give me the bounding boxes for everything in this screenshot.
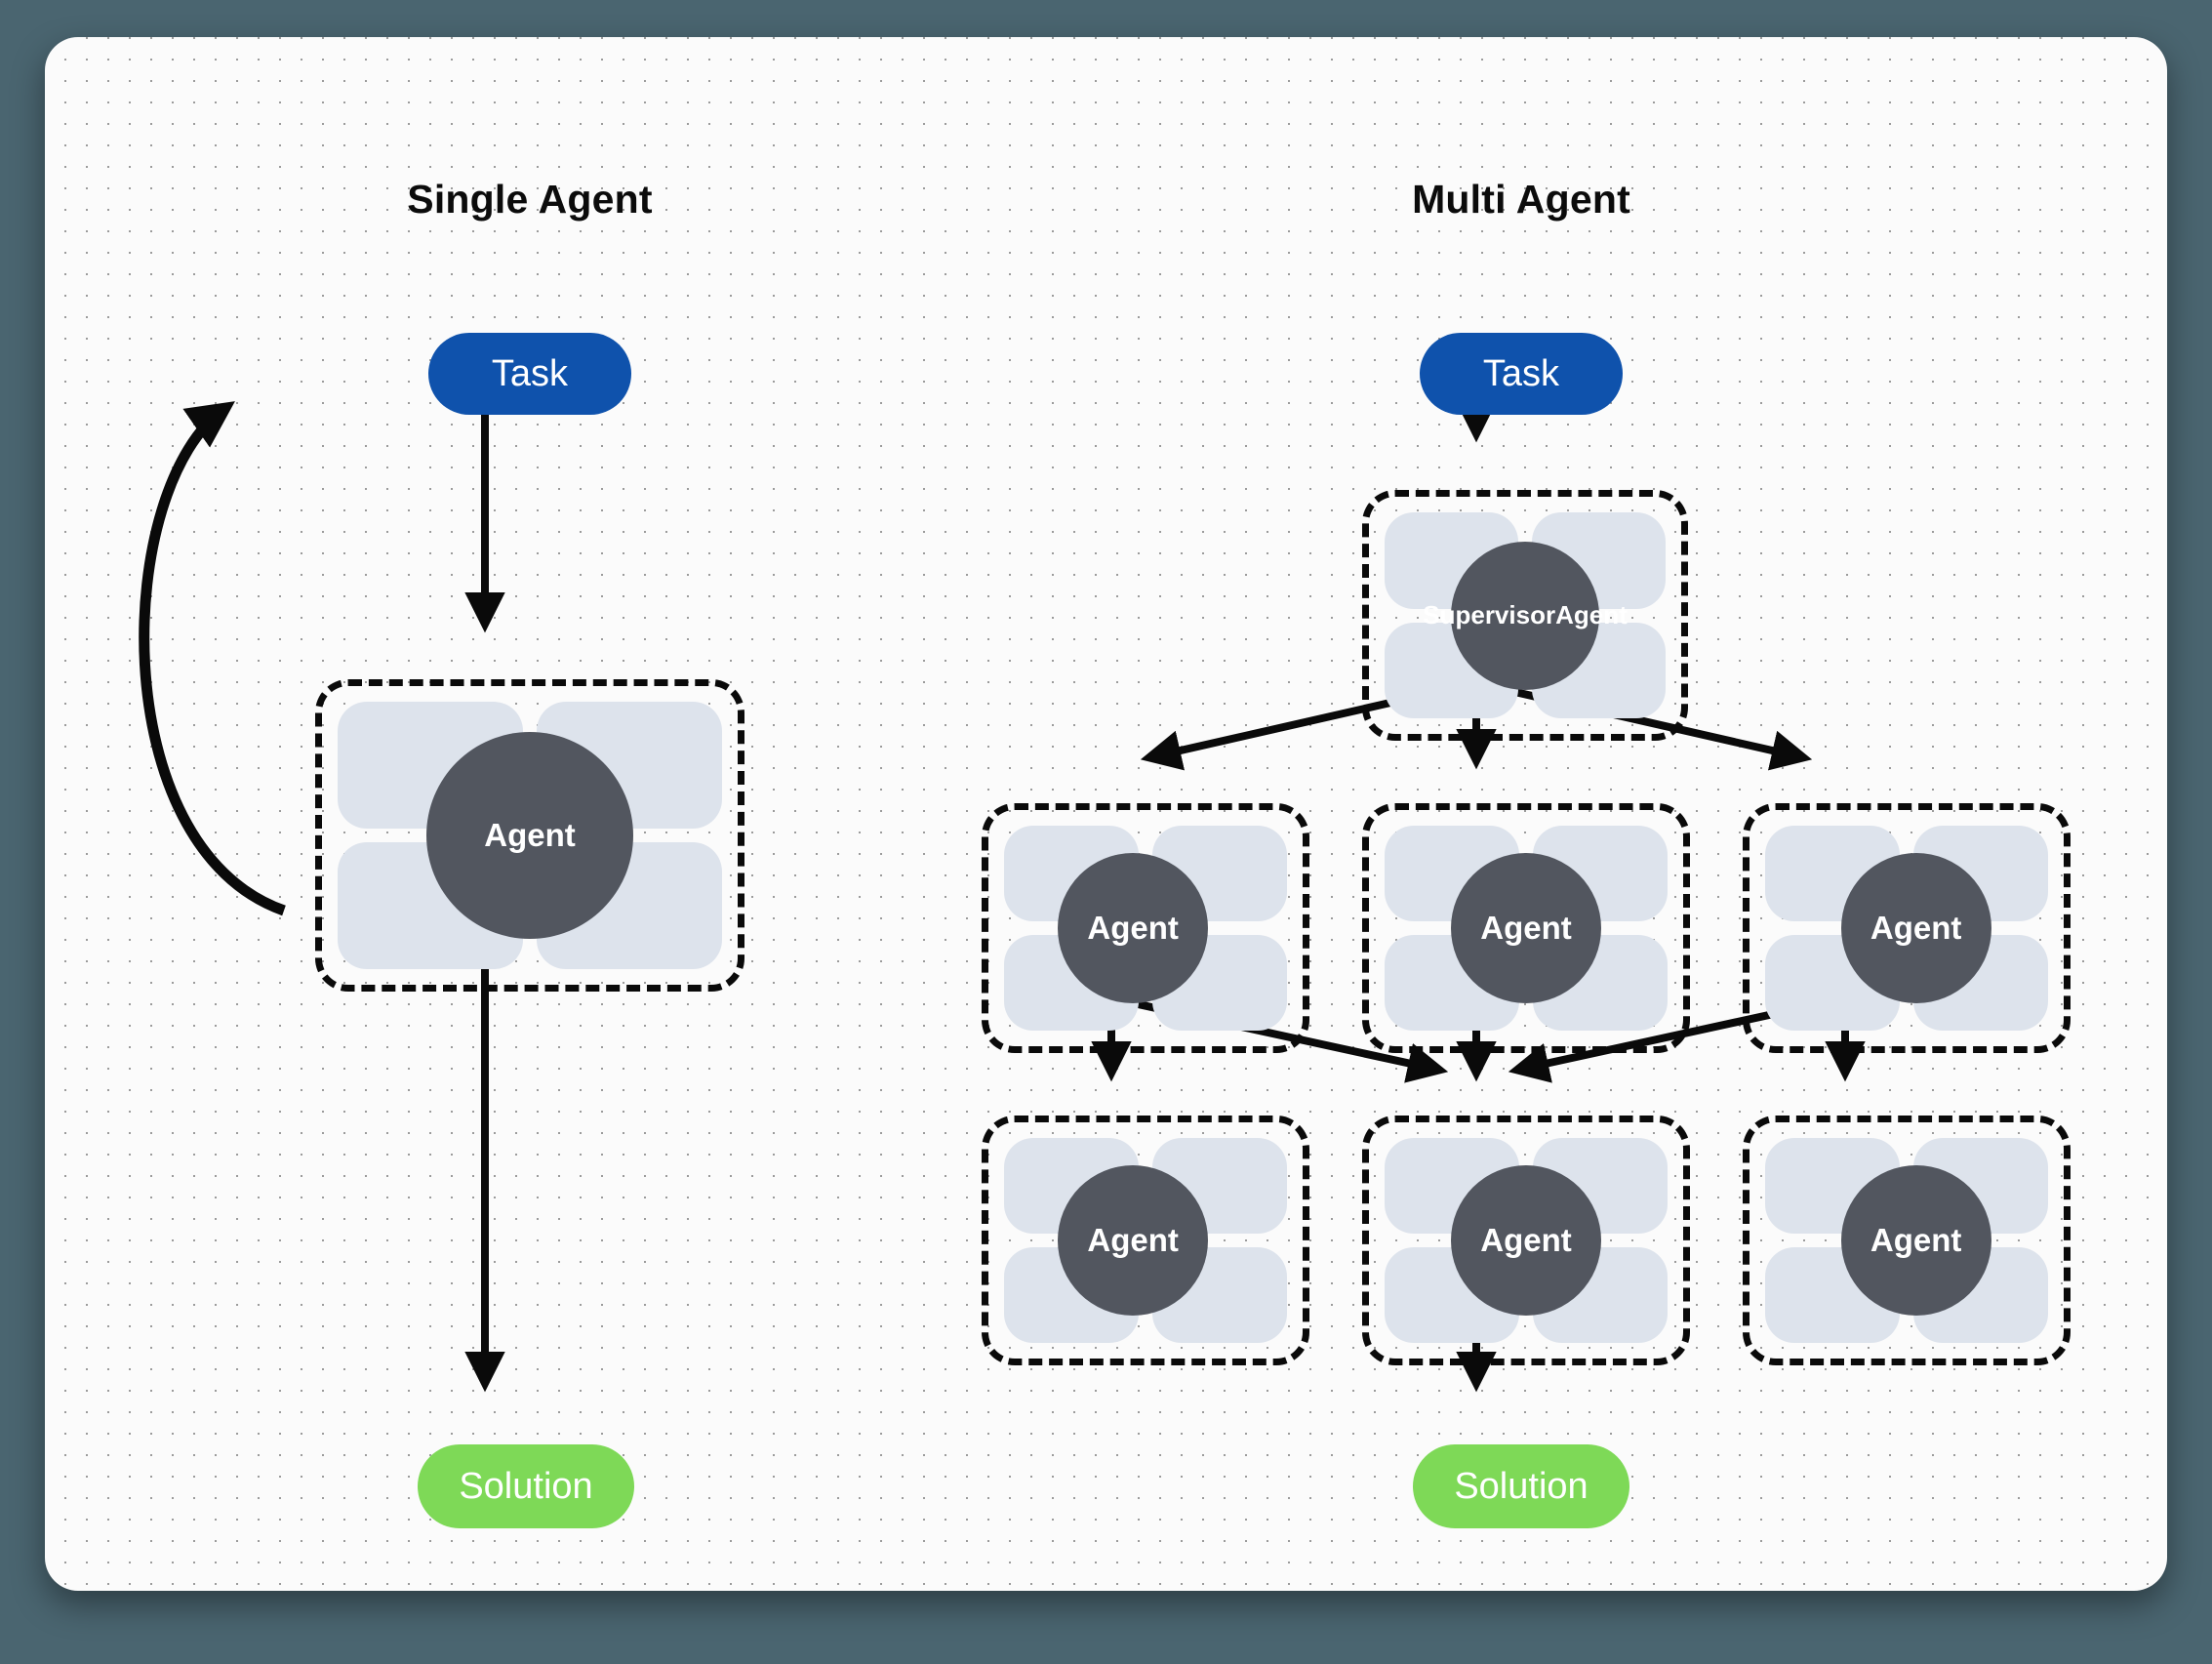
agent-cluster-row3-col2[interactable]: Agent	[1362, 1116, 1690, 1365]
agent-circle-row3-col3[interactable]: Agent	[1840, 1165, 1991, 1316]
supervisor-label-line2: Agent	[1555, 600, 1628, 630]
column-title-multi-agent: Multi Agent	[1412, 177, 1630, 222]
agent-cluster-row2-col3[interactable]: Agent	[1743, 803, 2071, 1053]
agent-cluster-row3-col1[interactable]: Agent	[982, 1116, 1309, 1365]
agent-cluster-row2-col1[interactable]: Agent	[982, 803, 1309, 1053]
agent-circle-row3-col2[interactable]: Agent	[1451, 1165, 1601, 1316]
agent-circle-row2-col2[interactable]: Agent	[1451, 853, 1601, 1003]
diagram-canvas: Single Agent Multi Agent Task Agent Solu…	[45, 37, 2167, 1591]
agent-circle-supervisor[interactable]: Supervisor Agent	[1423, 541, 1628, 690]
agent-cluster-row3-col3[interactable]: Agent	[1743, 1116, 2071, 1365]
agent-circle-row2-col1[interactable]: Agent	[1058, 853, 1209, 1003]
node-task-single[interactable]: Task	[428, 333, 631, 415]
agent-cluster-row2-col2[interactable]: Agent	[1362, 803, 1690, 1053]
node-solution-single[interactable]: Solution	[418, 1444, 634, 1528]
node-solution-multi[interactable]: Solution	[1413, 1444, 1629, 1528]
node-task-multi[interactable]: Task	[1420, 333, 1623, 415]
column-title-single-agent: Single Agent	[407, 177, 653, 222]
supervisor-label-line1: Supervisor	[1423, 600, 1556, 630]
agent-cluster-supervisor[interactable]: Supervisor Agent	[1362, 490, 1688, 741]
agent-cluster-single[interactable]: Agent	[315, 679, 744, 992]
edge-agent-self-loop	[139, 401, 286, 916]
agent-circle-row2-col3[interactable]: Agent	[1840, 853, 1991, 1003]
agent-circle-single[interactable]: Agent	[426, 732, 633, 939]
agent-circle-row3-col1[interactable]: Agent	[1058, 1165, 1209, 1316]
